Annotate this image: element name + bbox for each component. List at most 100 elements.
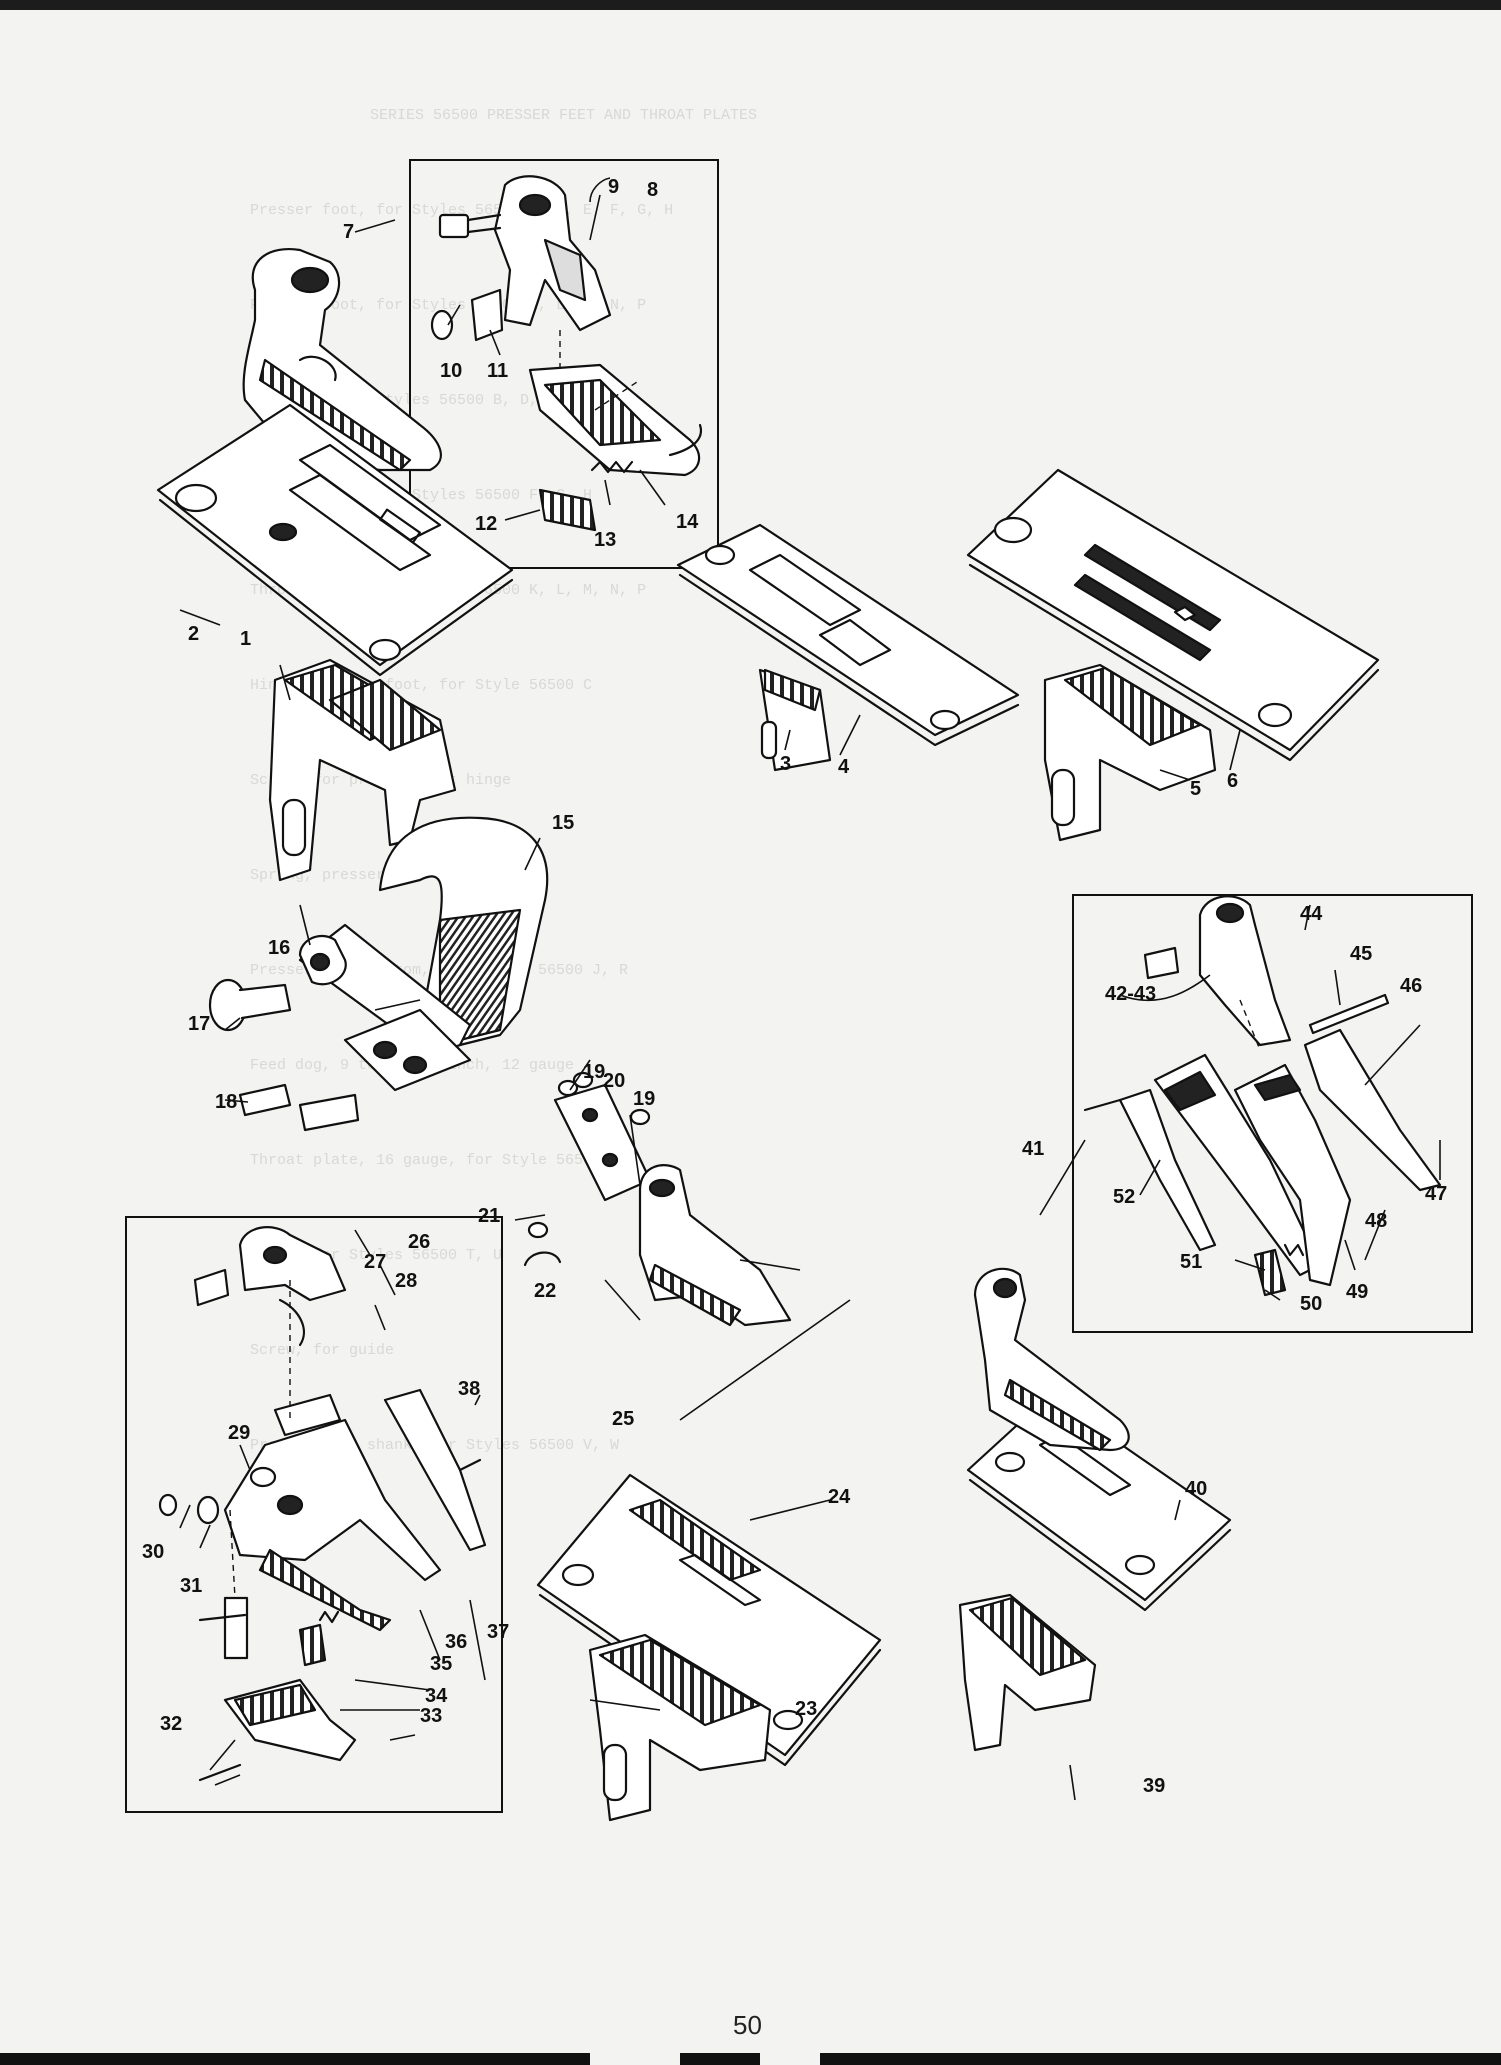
callout-27: 27 bbox=[364, 1251, 386, 1273]
callout-22: 22 bbox=[534, 1280, 556, 1302]
foot-47 bbox=[1303, 1028, 1442, 1192]
callout-labels: 1 2 3 4 5 6 7 8 9 10 11 12 13 14 15 16 1… bbox=[142, 176, 1447, 1797]
feed-dog-23 bbox=[588, 1633, 772, 1822]
pin-46 bbox=[1308, 993, 1390, 1035]
inset-box-hinged-foot bbox=[409, 159, 719, 569]
slotted-plate-under-binder bbox=[343, 1008, 472, 1092]
callout-52: 52 bbox=[1113, 1186, 1135, 1208]
callout-39: 39 bbox=[1143, 1775, 1165, 1797]
foot-52 bbox=[1083, 1088, 1217, 1252]
throat-plate-40 bbox=[966, 1393, 1232, 1612]
leader-lines bbox=[179, 177, 1441, 1801]
callout-26: 26 bbox=[408, 1231, 430, 1253]
bleed-through-line: Presser foot, for Styles 56500 B, D, E, … bbox=[250, 202, 674, 219]
inset-box-compensating-foot bbox=[1072, 894, 1473, 1333]
callout-18: 18 bbox=[215, 1091, 237, 1113]
callout-40: 40 bbox=[1185, 1478, 1207, 1500]
foot-bottom-14 bbox=[528, 363, 703, 477]
callout-41: 41 bbox=[1022, 1138, 1044, 1160]
shank-26-27 bbox=[238, 1226, 347, 1347]
callout-12: 12 bbox=[475, 513, 497, 535]
callout-10: 10 bbox=[440, 360, 462, 382]
callout-32: 32 bbox=[160, 1713, 182, 1735]
page-number: 50 bbox=[733, 2010, 762, 2040]
callout-4: 4 bbox=[838, 756, 850, 778]
callout-23: 23 bbox=[795, 1698, 817, 1720]
scan-top-edge bbox=[0, 0, 1501, 10]
callout-2: 2 bbox=[188, 623, 199, 645]
callout-17: 17 bbox=[188, 1013, 210, 1035]
parts-50-51 bbox=[1253, 1243, 1305, 1297]
callout-37: 37 bbox=[487, 1621, 509, 1643]
feed-dog-5 bbox=[1043, 663, 1217, 842]
callout-11: 11 bbox=[487, 360, 508, 382]
callout-47: 47 bbox=[1425, 1183, 1447, 1205]
screw-17 bbox=[208, 978, 292, 1032]
callout-13: 13 bbox=[594, 529, 616, 551]
callout-8: 8 bbox=[647, 179, 658, 201]
callout-15: 15 bbox=[552, 812, 574, 834]
callout-20: 20 bbox=[603, 1070, 625, 1092]
presser-foot-41 bbox=[973, 1267, 1130, 1452]
presser-foot-25 bbox=[638, 1164, 792, 1327]
feed-12-spring-13 bbox=[538, 460, 634, 532]
callout-34: 34 bbox=[425, 1685, 448, 1707]
screws-29-30-31 bbox=[158, 1466, 277, 1525]
scan-bottom-edge bbox=[0, 2053, 1501, 2065]
callout-48: 48 bbox=[1365, 1210, 1387, 1232]
callout-29: 29 bbox=[228, 1422, 250, 1444]
throat-plate-6 bbox=[966, 468, 1380, 762]
callout-5: 5 bbox=[1190, 778, 1201, 800]
callout-42-43: 42-43 bbox=[1105, 983, 1156, 1005]
callout-24: 24 bbox=[828, 1486, 851, 1508]
screw-42-43 bbox=[1143, 946, 1180, 980]
callout-31: 31 bbox=[180, 1575, 202, 1597]
callout-9: 9 bbox=[608, 176, 619, 198]
callout-51: 51 bbox=[1180, 1251, 1202, 1273]
feed-dog-39 bbox=[958, 1593, 1097, 1752]
callout-25: 25 bbox=[612, 1408, 634, 1430]
parts-32-33-34 bbox=[198, 1596, 357, 1782]
throat-plate-24 bbox=[536, 1473, 882, 1767]
callout-35: 35 bbox=[430, 1653, 452, 1675]
foot-35-36 bbox=[223, 1393, 442, 1632]
scan-bottom-gap bbox=[590, 2053, 680, 2065]
callout-44: 44 bbox=[1300, 903, 1323, 925]
shank-44 bbox=[1198, 895, 1292, 1047]
assembly-dashed-lines bbox=[229, 330, 1261, 1599]
callout-45: 45 bbox=[1350, 943, 1372, 965]
foot-48 bbox=[1153, 1053, 1322, 1277]
hinged-foot-8 bbox=[493, 175, 612, 332]
callout-1: 1 bbox=[240, 628, 251, 650]
bleed-through-line: Throat plate, 16 gauge, for Style 56500 … bbox=[250, 1152, 620, 1169]
screw-9 bbox=[438, 213, 502, 239]
callout-28: 28 bbox=[395, 1270, 417, 1292]
callout-38: 38 bbox=[458, 1378, 480, 1400]
feed-dog-3 bbox=[758, 668, 832, 772]
throat-plate-2 bbox=[156, 403, 514, 677]
callout-30: 30 bbox=[142, 1541, 164, 1563]
callout-49: 49 bbox=[1346, 1281, 1368, 1303]
screw-26 bbox=[193, 1268, 230, 1307]
feed-dog-1 bbox=[268, 658, 457, 882]
callout-46: 46 bbox=[1400, 975, 1422, 997]
callout-36: 36 bbox=[445, 1631, 467, 1653]
foot-49 bbox=[1233, 1063, 1352, 1287]
callout-19b: 19 bbox=[633, 1088, 655, 1110]
bleed-through-line: SERIES 56500 PRESSER FEET AND THROAT PLA… bbox=[370, 107, 758, 124]
callout-50: 50 bbox=[1300, 1293, 1322, 1315]
callout-19a: 19 bbox=[583, 1061, 605, 1083]
inset-box-binder-foot bbox=[125, 1216, 503, 1813]
guide-38 bbox=[383, 1388, 487, 1552]
callout-16: 16 bbox=[268, 937, 290, 959]
callout-33: 33 bbox=[420, 1705, 442, 1727]
throat-plate-4 bbox=[676, 523, 1020, 747]
screws-18 bbox=[238, 1083, 360, 1132]
washer-10-11 bbox=[430, 288, 504, 342]
scan-bottom-gap bbox=[760, 2053, 820, 2065]
bracket-16 bbox=[298, 934, 347, 986]
callout-14: 14 bbox=[676, 511, 699, 533]
callout-21: 21 bbox=[478, 1205, 500, 1227]
callout-7: 7 bbox=[343, 221, 354, 243]
